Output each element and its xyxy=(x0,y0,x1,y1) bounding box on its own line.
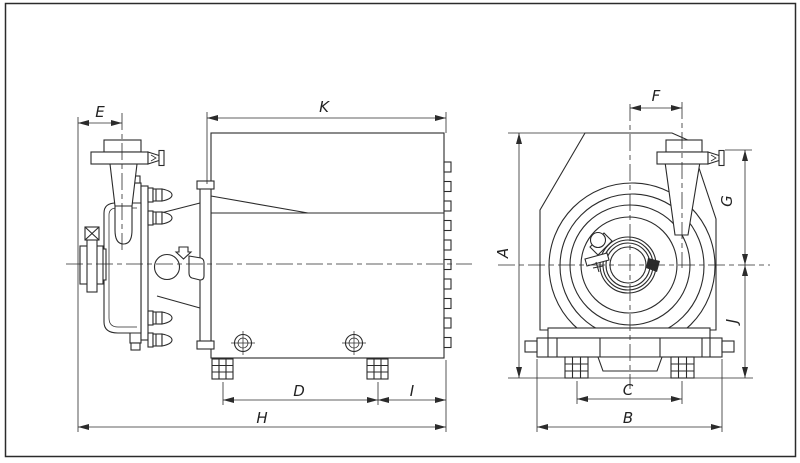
discharge-port-front xyxy=(656,139,725,236)
dimensions-side-view: E K D I H xyxy=(77,98,447,432)
dimension-H: H xyxy=(78,409,446,430)
adapter-flange xyxy=(156,180,309,350)
dimension-label-d: D xyxy=(293,382,305,400)
dimension-F: F xyxy=(630,87,682,111)
base-side-bolt-right xyxy=(721,340,735,353)
dimension-label-f: F xyxy=(652,87,661,105)
dimension-I: I xyxy=(378,382,446,403)
dimension-label-k: K xyxy=(319,98,330,116)
base-bolt-right xyxy=(342,331,366,355)
dimension-K: K xyxy=(207,98,446,121)
drawing-border-frame xyxy=(4,2,797,458)
dimension-label-g: G xyxy=(718,195,736,207)
bolt xyxy=(147,210,173,226)
base-front xyxy=(524,327,735,372)
drain-block xyxy=(597,356,663,372)
motor-body xyxy=(210,132,452,359)
foot-front-right xyxy=(670,356,695,379)
dimension-label-i: I xyxy=(410,382,415,400)
dimension-D: D xyxy=(223,382,378,403)
casing-bolts xyxy=(147,187,173,348)
dimension-E: E xyxy=(78,103,122,126)
shaft-nut xyxy=(153,246,205,281)
dimension-label-c: C xyxy=(623,381,634,399)
motor-fins xyxy=(443,161,452,349)
dimension-label-e: E xyxy=(95,103,105,121)
dimension-label-b: B xyxy=(623,409,633,427)
bolt xyxy=(147,310,173,326)
base-side-bolt-left xyxy=(524,340,538,353)
dimension-C: C xyxy=(577,381,682,402)
discharge-port-side xyxy=(90,139,165,245)
dimensions-front-view: F A G J C xyxy=(494,87,752,432)
dimension-label-j: J xyxy=(723,319,741,326)
bolt xyxy=(147,187,173,203)
bolt xyxy=(147,332,173,348)
dimension-G: G xyxy=(718,150,748,265)
suction-port-side xyxy=(79,226,107,293)
dimension-label-a: A xyxy=(494,248,512,259)
dimension-label-h: H xyxy=(256,409,267,427)
dimension-A: A xyxy=(494,133,522,378)
foot-rear xyxy=(366,358,389,380)
pump-side-view xyxy=(66,113,472,380)
foot-front xyxy=(211,358,234,380)
pump-front-view xyxy=(498,102,770,389)
clamp-wing-nut xyxy=(584,231,613,273)
dimension-B: B xyxy=(537,409,722,430)
foot-front-left xyxy=(564,356,589,379)
dimension-J: J xyxy=(723,265,748,378)
base-bolt-left xyxy=(231,331,255,355)
